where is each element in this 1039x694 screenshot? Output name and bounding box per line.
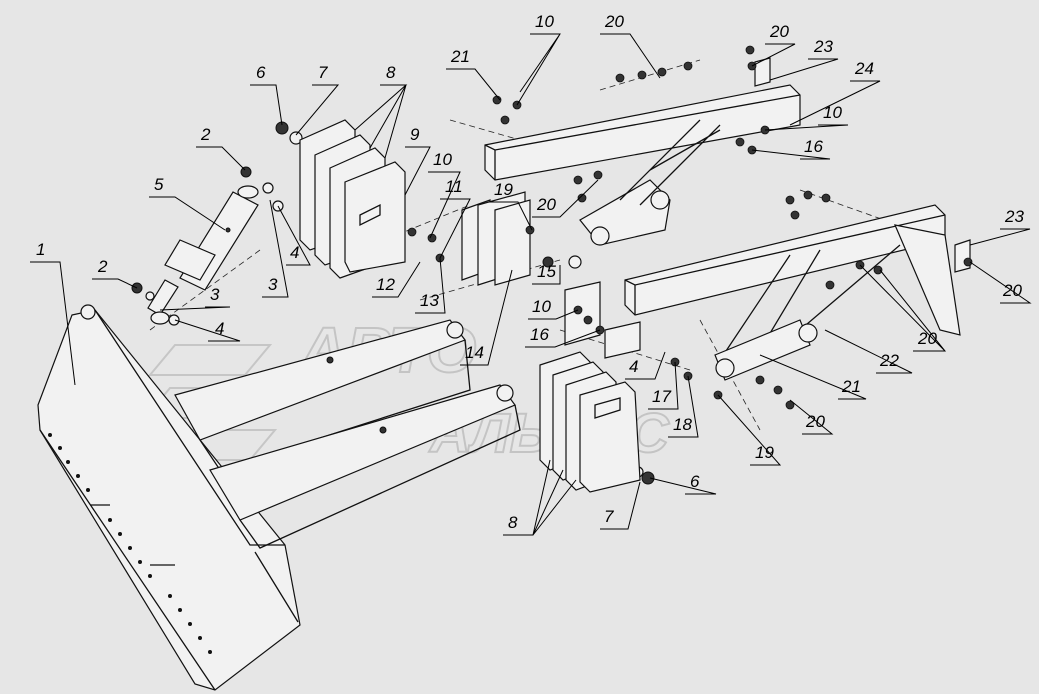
part-label: 20 (805, 412, 825, 431)
part-number-labels: 1223344456677889101010101112131415161617… (36, 12, 1024, 532)
part-label: 21 (450, 47, 470, 66)
part-label: 6 (256, 63, 266, 82)
bolt-clusters (407, 45, 973, 410)
blade-part-1 (37, 304, 301, 691)
part-label: 1 (36, 240, 45, 259)
part-label: 5 (154, 175, 164, 194)
part-label: 6 (690, 472, 700, 491)
lower-frame-beam-part-22 (624, 57, 971, 381)
part-label: 20 (536, 195, 556, 214)
part-label: 9 (410, 125, 420, 144)
part-label: 8 (386, 63, 396, 82)
counterweights-lower-part-8 (539, 351, 641, 493)
part-label: 4 (215, 319, 224, 338)
part-label: 7 (318, 63, 328, 82)
part-label: 20 (604, 12, 624, 31)
part-label: 22 (879, 351, 899, 370)
part-label: 2 (200, 125, 211, 144)
part-label: 13 (420, 291, 439, 310)
part-label: 18 (673, 415, 692, 434)
part-label: 23 (813, 37, 833, 56)
part-label: 10 (433, 150, 452, 169)
upper-frame-beam-part-24 (484, 84, 801, 246)
counterweights-upper-part-8 (299, 119, 406, 279)
part-label: 15 (537, 262, 556, 281)
part-label: 20 (769, 22, 789, 41)
part-label: 19 (494, 180, 513, 199)
part-label: 12 (376, 275, 395, 294)
part-label: 20 (1002, 281, 1022, 300)
part-label: 17 (652, 387, 671, 406)
part-label: 4 (629, 357, 638, 376)
part-label: 14 (465, 343, 484, 362)
part-label: 10 (532, 297, 551, 316)
part-label: 10 (823, 103, 842, 122)
part-label: 4 (290, 243, 299, 262)
part-label: 16 (530, 325, 549, 344)
part-label: 23 (1004, 207, 1024, 226)
hydraulic-cylinder-part-5 (147, 185, 259, 325)
leader-lines (30, 33, 1032, 536)
part-label: 10 (535, 12, 554, 31)
part-label: 3 (210, 285, 220, 304)
part-label: 20 (917, 329, 937, 348)
part-label: 21 (841, 377, 861, 396)
part-label: 8 (508, 513, 518, 532)
mounting-brackets (461, 191, 641, 359)
part-label: 19 (755, 443, 774, 462)
part-label: 3 (268, 275, 278, 294)
part-label: 16 (804, 137, 823, 156)
part-label: 11 (445, 177, 463, 196)
part-label: 2 (97, 257, 108, 276)
part-label: 7 (604, 507, 614, 526)
part-label: 24 (854, 59, 874, 78)
